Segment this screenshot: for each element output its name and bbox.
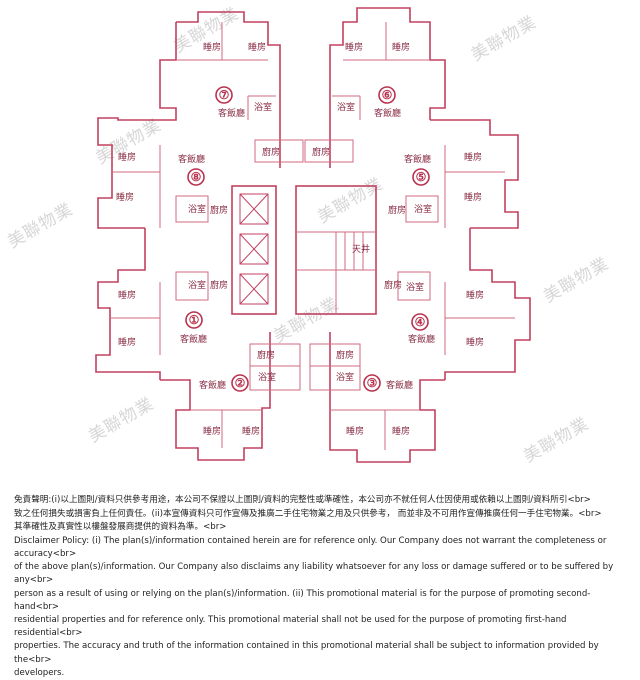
room-kitchen: 廚房 — [210, 204, 228, 216]
room-bedroom: 睡房 — [118, 151, 136, 163]
room-bedroom: 睡房 — [464, 191, 482, 203]
room-kitchen: 廚房 — [336, 349, 354, 361]
room-bedroom: 睡房 — [346, 425, 364, 437]
room-kitchen: 廚房 — [210, 279, 228, 291]
room-bathroom: 浴室 — [254, 101, 272, 113]
unit-number-3: ③ — [367, 376, 378, 390]
unit-number-circle — [215, 86, 233, 104]
floor-plan: 美聯物業 美聯物業 美聯物業 美聯物業 美聯物業 美聯物業 美聯物業 美聯物業 … — [4, 4, 612, 467]
unit-number-circle — [187, 168, 205, 186]
room-living-dining: 客飯廳 — [408, 333, 435, 345]
unit-number-7: ⑦ — [219, 88, 230, 102]
room-living-dining: 客飯廳 — [180, 333, 207, 345]
room-living-dining: 客飯廳 — [374, 107, 401, 119]
room-bedroom: 睡房 — [392, 41, 410, 53]
room-living-dining: 客飯廳 — [178, 153, 205, 165]
room-living-dining: 客飯廳 — [218, 107, 245, 119]
unit-number-8: ⑧ — [191, 170, 202, 184]
room-bathroom: 浴室 — [258, 371, 276, 383]
room-bedroom: 睡房 — [464, 151, 482, 163]
room-living-dining: 客飯廳 — [404, 153, 431, 165]
room-bedroom: 睡房 — [118, 336, 136, 348]
unit-number-1: ① — [189, 313, 200, 327]
room-kitchen: 廚房 — [384, 279, 402, 291]
floor-plan-drawing: 美聯物業 美聯物業 美聯物業 美聯物業 美聯物業 美聯物業 美聯物業 美聯物業 … — [4, 4, 612, 467]
disclaimer-block: 免責聲明:(i)以上圖則/資料只供參考用途，本公司不保證以上圖則/資料的完整性或… — [14, 494, 628, 680]
outer-walls — [95, 7, 531, 463]
room-bathroom: 浴室 — [336, 371, 354, 383]
room-bedroom: 睡房 — [248, 41, 266, 53]
unit-numbers: ① ② ③ ④ ⑤ ⑥ ⑦ ⑧ — [185, 86, 430, 392]
room-lightwell: 天井 — [352, 243, 370, 255]
unit-number-circle — [363, 374, 381, 392]
lift-shafts — [239, 193, 269, 305]
room-bathroom: 浴室 — [414, 203, 432, 215]
room-bedroom: 睡房 — [203, 425, 221, 437]
room-bedroom: 睡房 — [116, 191, 134, 203]
unit-number-circle — [185, 311, 203, 329]
watermark-text: 美聯物業 — [4, 199, 76, 252]
room-bedroom: 睡房 — [345, 41, 363, 53]
room-kitchen: 廚房 — [388, 204, 406, 216]
unit-number-circle — [231, 374, 249, 392]
unit-number-circle — [412, 168, 430, 186]
watermark-text: 美聯物業 — [520, 414, 592, 467]
room-living-dining: 客飯廳 — [386, 379, 413, 391]
internal-walls — [110, 22, 515, 450]
watermark-layer: 美聯物業 美聯物業 美聯物業 美聯物業 美聯物業 美聯物業 美聯物業 美聯物業 … — [4, 4, 612, 467]
room-bathroom: 浴室 — [188, 279, 206, 291]
unit-number-circle — [378, 86, 396, 104]
watermark-text: 美聯物業 — [270, 294, 342, 347]
watermark-text: 美聯物業 — [468, 12, 540, 65]
room-bedroom: 睡房 — [466, 336, 484, 348]
watermark-text: 美聯物業 — [540, 254, 612, 307]
unit-number-circle — [411, 313, 429, 331]
room-bedroom: 睡房 — [203, 41, 221, 53]
disclaimer-chinese: 免責聲明:(i)以上圖則/資料只供參考用途，本公司不保證以上圖則/資料的完整性或… — [14, 495, 602, 533]
room-bedroom: 睡房 — [118, 289, 136, 301]
unit-number-6: ⑥ — [382, 88, 393, 102]
room-bathroom: 浴室 — [406, 281, 424, 293]
room-kitchen: 廚房 — [262, 146, 280, 158]
room-bedroom: 睡房 — [466, 289, 484, 301]
room-kitchen: 廚房 — [312, 146, 330, 158]
room-living-dining: 客飯廳 — [199, 379, 226, 391]
room-kitchen: 廚房 — [257, 349, 275, 361]
unit-number-5: ⑤ — [416, 170, 427, 184]
unit-number-4: ④ — [415, 315, 426, 329]
room-bathroom: 浴室 — [188, 203, 206, 215]
unit-number-2: ② — [235, 376, 246, 390]
watermark-text: 美聯物業 — [85, 394, 157, 447]
room-bedroom: 睡房 — [242, 425, 260, 437]
room-bathroom: 浴室 — [337, 101, 355, 113]
room-labels: 睡房 睡房 浴室 客飯廳 廚房 睡房 睡房 浴室 客飯廳 廚房 睡房 睡房 客飯… — [116, 41, 484, 437]
room-bedroom: 睡房 — [392, 425, 410, 437]
disclaimer-english: Disclaimer Policy: (i) The plan(s)/infor… — [14, 535, 614, 678]
